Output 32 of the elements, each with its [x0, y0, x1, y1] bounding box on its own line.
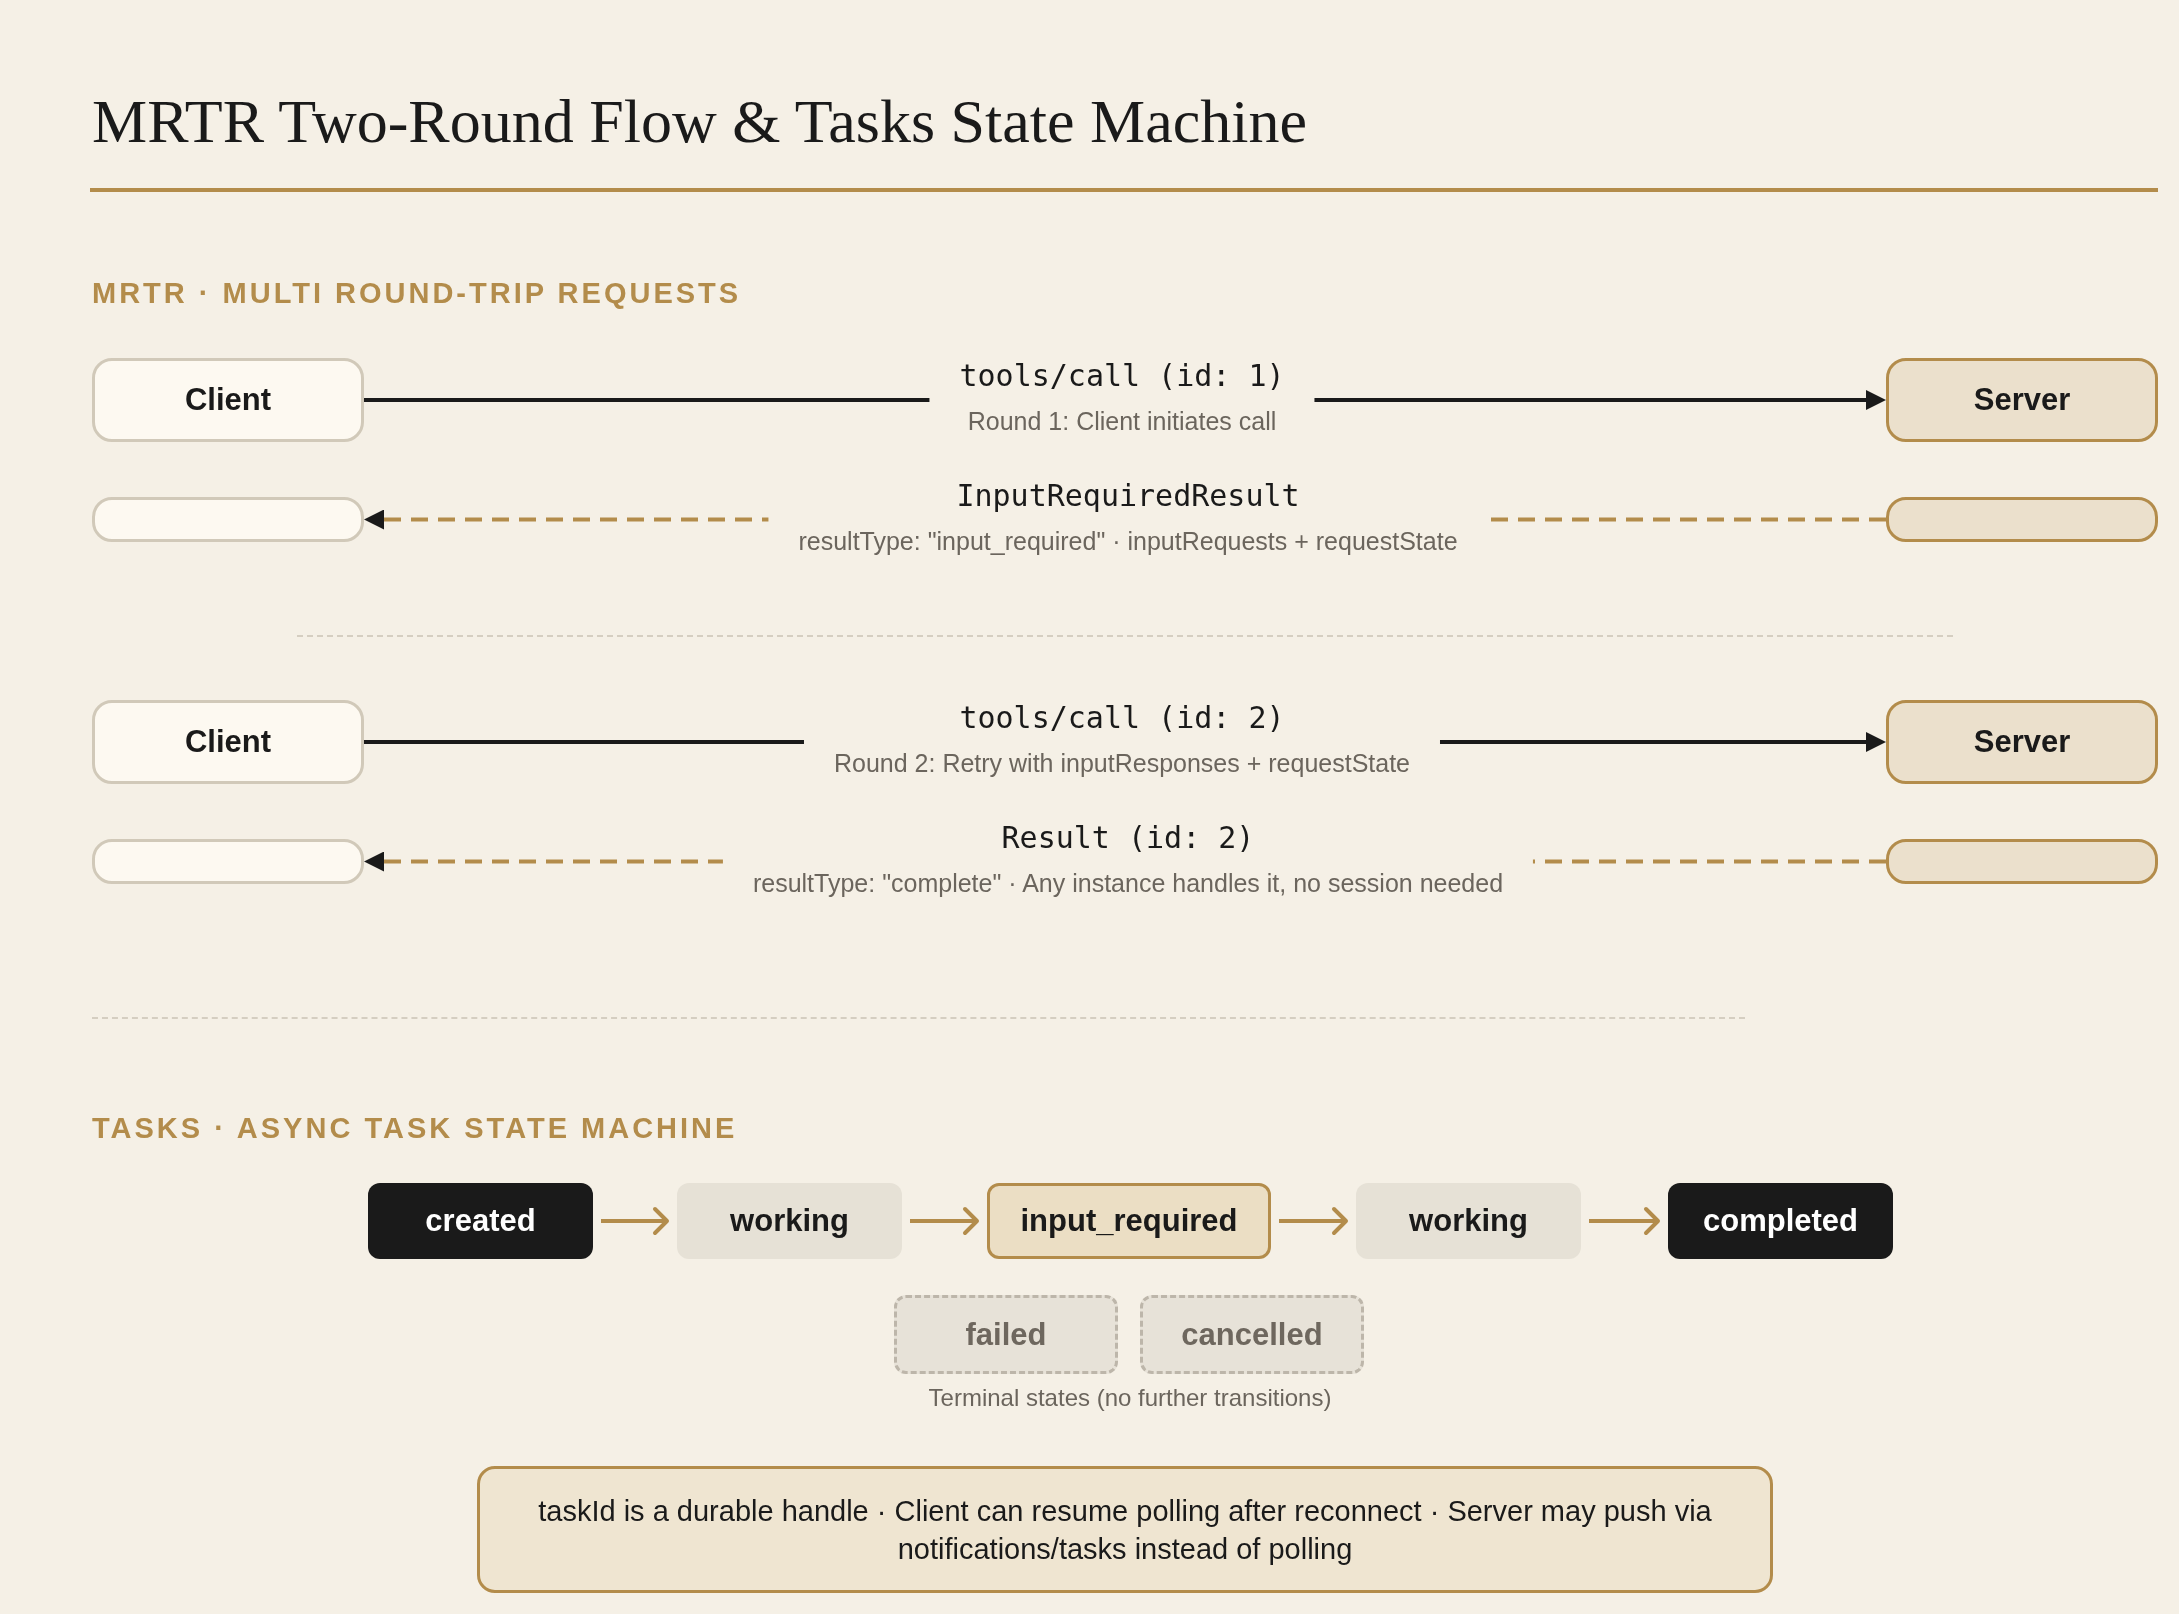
- title: MRTR Two-Round Flow & Tasks State Machine: [92, 86, 1307, 156]
- participant-box: Client: [92, 700, 364, 784]
- transition-arrow: [1279, 1207, 1348, 1235]
- empty-box: [92, 497, 364, 542]
- message-description: resultType: "complete" · Any instance handles it, no session needed: [752, 867, 1504, 899]
- terminal-state-box: cancelled: [1140, 1295, 1364, 1374]
- section-heading: TASKS · ASYNC TASK STATE MACHINE: [92, 1111, 738, 1146]
- terminal-state-box: failed: [894, 1295, 1118, 1374]
- empty-box: [1886, 497, 2158, 542]
- message-description: resultType: "input_required" · inputRequests + requestState: [798, 525, 1458, 557]
- edge-label: InputRequiredResult: [956, 476, 1300, 515]
- state-box: created: [368, 1183, 593, 1259]
- empty-box: [92, 839, 364, 884]
- state-box: working: [1356, 1183, 1581, 1259]
- participant-box: Server: [1886, 358, 2158, 442]
- note-box: taskId is a durable handle · Client can resume polling after reconnect · Server may push via notifications/tasks instead of polling: [477, 1466, 1773, 1593]
- caption-text: Terminal states (no further transitions): [928, 1383, 1332, 1413]
- edge-label: tools/call (id: 1): [959, 357, 1285, 395]
- state-box: input_required: [987, 1183, 1271, 1259]
- transition-arrow: [601, 1207, 669, 1235]
- edge-label: Result (id: 2): [1001, 818, 1255, 857]
- state-box: working: [677, 1183, 902, 1259]
- transition-arrow: [1589, 1207, 1660, 1235]
- section-heading: MRTR · MULTI ROUND-TRIP REQUESTS: [92, 276, 742, 311]
- participant-box: Server: [1886, 700, 2158, 784]
- message-description: Round 2: Retry with inputResponses + requestState: [834, 748, 1410, 779]
- transition-arrow: [910, 1207, 979, 1235]
- message-description: Round 1: Client initiates call: [967, 406, 1277, 437]
- empty-box: [1886, 839, 2158, 884]
- edge-label: tools/call (id: 2): [959, 699, 1285, 737]
- participant-box: Client: [92, 358, 364, 442]
- state-box: completed: [1668, 1183, 1893, 1259]
